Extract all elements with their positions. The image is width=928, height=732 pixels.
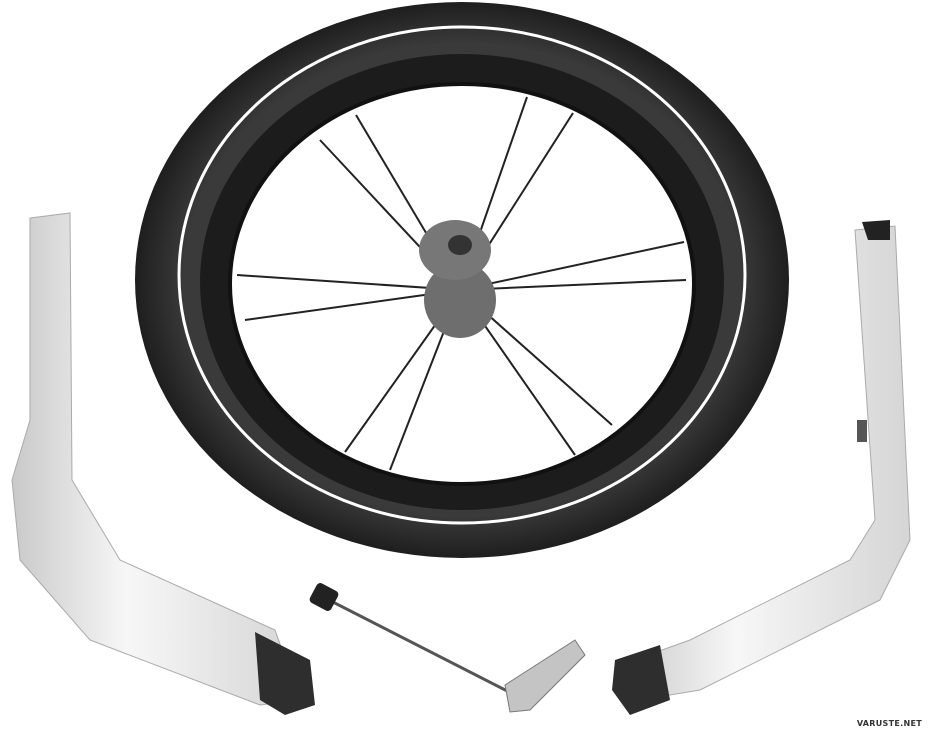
spokes	[236, 96, 687, 471]
watermark: VARUSTE.NET	[856, 719, 922, 728]
quick-release-axle	[309, 583, 586, 713]
wheel	[135, 2, 789, 558]
hub	[419, 220, 496, 338]
